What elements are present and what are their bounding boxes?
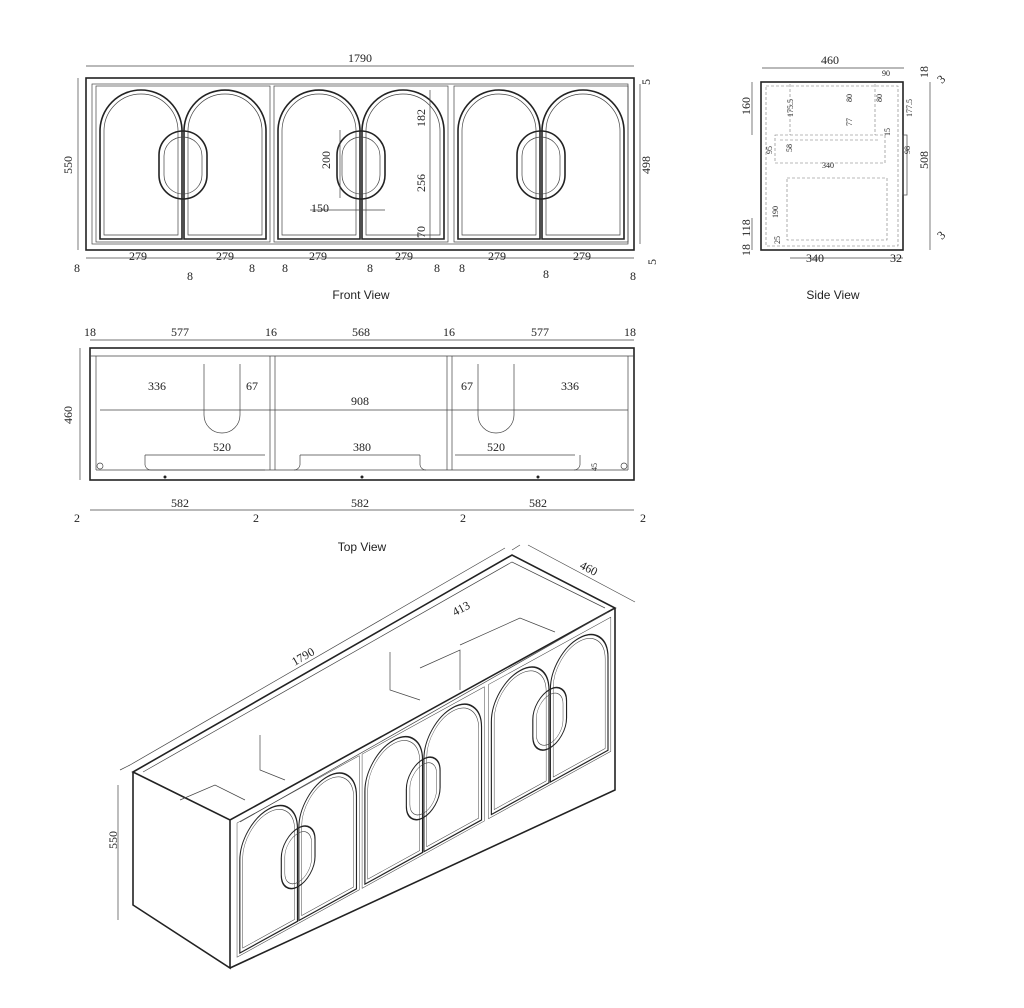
front-view-dimension-label: 498 — [639, 156, 653, 174]
iso-view-dimension-label: 413 — [450, 598, 472, 619]
side-view-dimension-label: 460 — [821, 53, 839, 67]
top-view-dimension-label: 908 — [351, 394, 369, 408]
side-view-dimension-label: 340 — [806, 251, 824, 265]
side-view-dimension-label: 175.5 — [786, 99, 795, 117]
front-view-dimension-label: 279 — [573, 249, 591, 263]
front-view-dimension-label: 182 — [414, 109, 428, 127]
side-view-dimension-label: 80 — [875, 94, 884, 102]
front-view-dimension-label: 8 — [187, 269, 193, 283]
top-view — [89, 347, 635, 481]
side-view-dimension-label: 118 — [739, 219, 753, 237]
side-view-dimension-label: 3 — [934, 228, 948, 242]
side-view — [760, 81, 908, 251]
top-view-dimension-label: 2 — [640, 511, 646, 525]
side-view-dimension-label: 95 — [765, 146, 774, 154]
top-view-dimension-label: 577 — [531, 325, 549, 339]
dimension-line — [119, 764, 131, 771]
front-view — [85, 77, 635, 251]
top-view-dimension-label: 18 — [84, 325, 96, 339]
front-view-dimension-label: 8 — [74, 261, 80, 275]
top-view-dimension-label: 380 — [353, 440, 371, 454]
side-view-dimension-label: 90 — [882, 69, 890, 78]
front-view-dimension-label: 8 — [543, 267, 549, 281]
isometric-view — [131, 554, 617, 970]
iso-view-dimension-label: 550 — [106, 831, 120, 849]
front-view-dimension-label: 200 — [319, 151, 333, 169]
front-view-dimension-label: 279 — [309, 249, 327, 263]
side-view-caption: Side View — [806, 288, 859, 302]
iso-cabinet-body — [131, 554, 617, 970]
front-view-dimension-label: 5 — [639, 79, 653, 85]
front-view-dimension-label: 279 — [129, 249, 147, 263]
iso-view-dimension-label: 460 — [578, 558, 600, 579]
front-view-dimension-label: 550 — [61, 156, 75, 174]
front-view-dimension-label: 8 — [459, 261, 465, 275]
front-view-dimension-label: 8 — [434, 261, 440, 275]
side-view-dimension-label: 160 — [739, 97, 753, 115]
side-door-handle — [902, 134, 908, 196]
side-view-dimension-label: 18 — [739, 244, 753, 256]
side-view-dimension-label: 80 — [845, 94, 854, 102]
top-view-dimension-label: 2 — [460, 511, 466, 525]
top-view-dimension-label: 67 — [246, 379, 258, 393]
top-view-dimension-label: 67 — [461, 379, 473, 393]
front-view-dimension-label: 256 — [414, 174, 428, 192]
side-view-dimension-label: 18 — [917, 66, 931, 78]
iso-doors — [236, 616, 612, 958]
side-view-dimension-label: 32 — [890, 251, 902, 265]
front-view-dimension-label: 279 — [216, 249, 234, 263]
top-outline — [89, 347, 635, 481]
front-view-dimension-label: 8 — [249, 261, 255, 275]
front-outer-frame — [85, 77, 635, 251]
top-view-dimension-label: 2 — [253, 511, 259, 525]
top-view-dimension-label: 568 — [352, 325, 370, 339]
front-view-dimension-label: 279 — [395, 249, 413, 263]
top-view-dimension-label: 582 — [529, 496, 547, 510]
top-view-dimension-label: 336 — [561, 379, 579, 393]
top-view-dimension-label: 520 — [487, 440, 505, 454]
side-view-dimension-label: 25 — [773, 236, 782, 244]
dimension-line — [511, 544, 521, 551]
front-view-dimension-label: 5 — [645, 259, 659, 265]
side-view-dimension-label: 77 — [845, 118, 854, 126]
top-view-dimension-label: 520 — [213, 440, 231, 454]
top-view-caption: Top View — [338, 540, 387, 554]
dimension-lines — [77, 65, 931, 920]
side-view-dimension-label: 340 — [822, 161, 834, 170]
dimension-line — [527, 544, 636, 603]
front-view-caption: Front View — [332, 288, 389, 302]
top-view-dimension-label: 582 — [351, 496, 369, 510]
side-view-dimension-label: 177.5 — [905, 99, 914, 117]
side-view-dimension-label: 190 — [771, 206, 780, 218]
front-view-dimension-label: 279 — [488, 249, 506, 263]
side-view-dimension-label: 58 — [785, 144, 794, 152]
side-view-dimension-label: 508 — [917, 151, 931, 169]
front-view-dimension-label: 70 — [414, 226, 428, 238]
top-view-dimension-label: 45 — [590, 463, 599, 471]
top-view-dimension-label: 582 — [171, 496, 189, 510]
top-view-dimension-label: 577 — [171, 325, 189, 339]
front-view-dimension-label: 8 — [282, 261, 288, 275]
top-view-dimension-label: 18 — [624, 325, 636, 339]
side-view-dimension-label: 98 — [903, 146, 912, 154]
top-view-dimension-label: 16 — [265, 325, 277, 339]
top-view-dimension-label: 460 — [61, 406, 75, 424]
top-view-dimension-label: 16 — [443, 325, 455, 339]
front-view-dimension-label: 1790 — [348, 51, 372, 65]
front-view-dimension-label: 8 — [630, 269, 636, 283]
front-doors — [95, 85, 629, 243]
dimension-line — [129, 547, 506, 766]
top-view-dimension-label: 336 — [148, 379, 166, 393]
side-view-dimension-label: 3 — [934, 72, 948, 86]
front-view-dimension-label: 8 — [367, 261, 373, 275]
front-view-dimension-label: 150 — [311, 201, 329, 215]
side-view-dimension-label: 15 — [883, 128, 892, 136]
top-view-dimension-label: 2 — [74, 511, 80, 525]
